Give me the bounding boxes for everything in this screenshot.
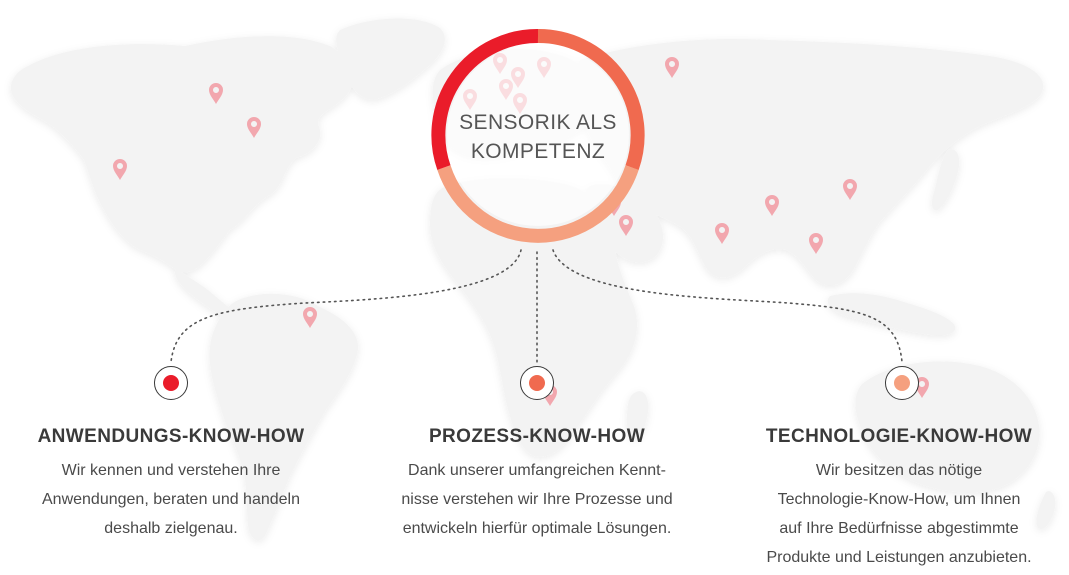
node-dot-technologie	[894, 375, 910, 391]
column-description: Dank unserer umfangreichen Kennt- nisse …	[372, 456, 702, 543]
column-description: Wir kennen und verstehen Ihre Anwendunge…	[11, 456, 331, 543]
column-heading: ANWENDUNGS-KNOW-HOW	[37, 426, 305, 447]
node-technologie	[885, 366, 919, 400]
description-line: Wir kennen und verstehen Ihre	[61, 462, 281, 479]
map-pin-icon	[809, 233, 823, 254]
continent-africa	[430, 178, 638, 457]
column-heading: TECHNOLOGIE-KNOW-HOW	[765, 426, 1033, 447]
column-anwendungs-know-how: ANWENDUNGS-KNOW-HOW Wir kennen und verst…	[11, 424, 331, 543]
description-line: Wir besitzen das nötige	[815, 462, 983, 479]
island-new-zealand	[1036, 491, 1056, 530]
description-line: entwickeln hierfür optimale Lösungen.	[402, 520, 672, 537]
column-heading: PROZESS-KNOW-HOW	[428, 426, 646, 447]
node-dot-anwendungs	[163, 375, 179, 391]
node-prozess	[520, 366, 554, 400]
continent-north-america	[10, 36, 353, 273]
description-line: nisse verstehen wir Ihre Prozesse und	[401, 491, 673, 508]
continent-asia	[576, 38, 1044, 286]
map-pin-icon	[843, 179, 857, 200]
continent-greenland	[336, 18, 445, 100]
ring-segment-red	[431, 28, 539, 170]
node-dot-prozess	[529, 375, 545, 391]
node-anwendungs	[154, 366, 188, 400]
description-line: deshalb zielgenau.	[104, 520, 238, 537]
island-japan	[931, 149, 960, 211]
center-title: SENSORIK ALS KOMPETENZ	[425, 108, 651, 166]
center-title-line-2: KOMPETENZ	[470, 140, 606, 163]
center-title-line-1: SENSORIK ALS	[459, 111, 617, 134]
description-line: Produkte und Leistungen anzubieten.	[766, 549, 1032, 566]
column-prozess-know-how: PROZESS-KNOW-HOW Dank unserer umfangreic…	[372, 424, 702, 543]
column-description: Wir besitzen das nötige Technologie-Know…	[732, 456, 1066, 572]
map-pin-icon	[665, 57, 679, 78]
competence-ring	[431, 28, 645, 243]
ring-segment-salmon	[437, 165, 639, 243]
map-pin-icon	[765, 195, 779, 216]
map-pin-icon	[619, 215, 633, 236]
description-line: Dank unserer umfangreichen Kennt-	[408, 462, 666, 479]
island-madagascar	[626, 391, 649, 439]
description-line: Anwendungen, beraten und handeln	[42, 491, 300, 508]
ring-inner	[447, 44, 629, 226]
description-line: auf Ihre Bedürfnisse abgestimmte	[779, 520, 1019, 537]
islands-southeast-asia	[827, 293, 956, 336]
map-pin-icon	[247, 117, 261, 138]
description-line: Technologie-Know-How, um Ihnen	[777, 491, 1021, 508]
map-pin-icon	[715, 223, 729, 244]
map-pin-icon	[209, 83, 223, 104]
column-technologie-know-how: TECHNOLOGIE-KNOW-HOW Wir besitzen das nö…	[732, 424, 1066, 572]
map-pin-icon	[113, 159, 127, 180]
ring-segment-orange	[537, 28, 645, 170]
